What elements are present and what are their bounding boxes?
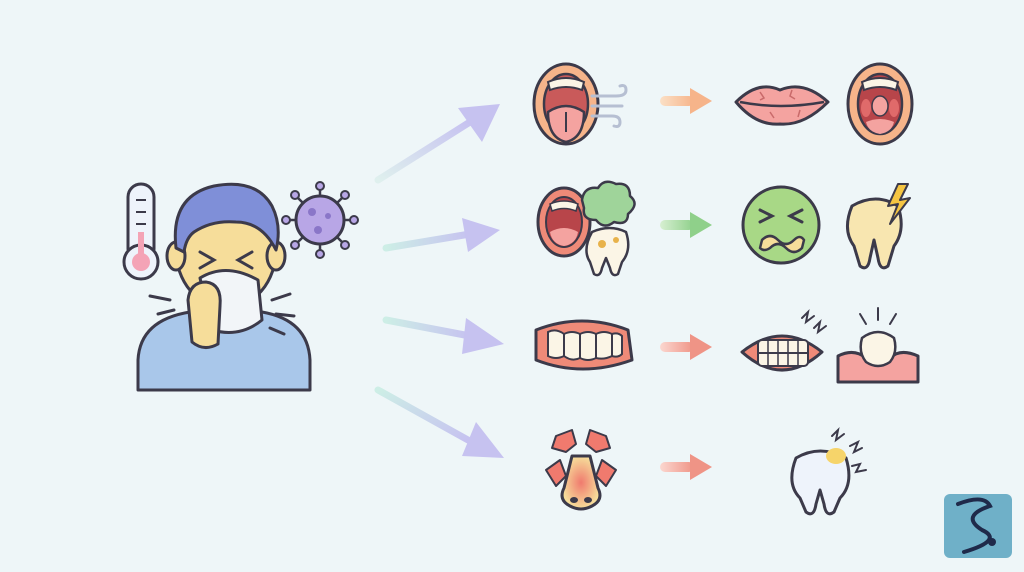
painful-tooth-icon [846,183,911,270]
open-mouth-breathing-icon [532,62,628,146]
sore-gum-tooth-icon [836,307,920,384]
mouth-bad-breath-icon [536,180,636,258]
swollen-gums-teeth-icon [534,319,634,371]
dental-logo-icon [944,494,1012,558]
connector-arrow-4 [660,454,712,480]
fan-arrow-1 [374,104,500,184]
sensitive-tooth-icon [790,426,867,516]
connector-arrow-1 [660,88,712,114]
connector-arrow-3 [660,334,712,360]
inflamed-throat-icon [846,62,914,146]
thermometer-icon [122,182,160,281]
sinus-nose-pressure-icon [545,429,617,511]
fan-arrow-3 [382,316,504,354]
virus-icon [281,181,359,259]
tooth-decay-icon [585,226,630,277]
dry-cracked-lips-icon [734,85,830,126]
sick-person-sneezing-icon [136,182,312,392]
fan-arrow-4 [374,386,504,458]
fan-arrow-2 [382,218,500,252]
clenched-teeth-grinding-icon [740,308,827,372]
connector-arrow-2 [660,212,712,238]
nauseated-face-icon [741,185,821,265]
